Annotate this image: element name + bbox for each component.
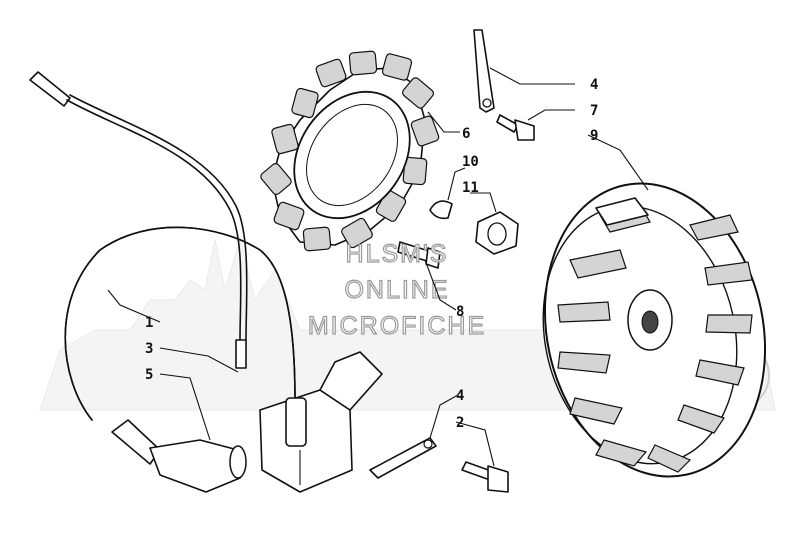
- screw-part-7: [496, 114, 535, 141]
- callout-9: 9: [590, 128, 598, 144]
- bolt-part-2: [461, 461, 509, 493]
- watermark-line-3: MICROFICHE: [308, 312, 486, 340]
- callouts: 4 7 9 6 10 11 8 1 3 5 4 2: [145, 77, 598, 431]
- callout-10: 10: [462, 154, 479, 170]
- callout-7: 7: [590, 103, 598, 119]
- lead-wire-part-1: [29, 71, 248, 369]
- bolt-part-8: [397, 241, 441, 269]
- key-strap-part-4-top: [473, 29, 495, 113]
- watermark: HLSM'S ONLINE MICROFICHE: [307, 239, 486, 340]
- nut-part-11: [475, 211, 519, 255]
- ignition-coil: [259, 351, 383, 493]
- key-part-10: [429, 200, 453, 220]
- callout-2: 2: [456, 415, 464, 431]
- callout-4-top: 4: [590, 77, 598, 93]
- leader-lines: [107, 67, 649, 467]
- flywheel-part-9: [542, 182, 767, 478]
- callout-6: 6: [462, 126, 470, 142]
- callout-3: 3: [145, 341, 153, 357]
- callout-1: 1: [145, 315, 153, 331]
- stator-part-6: [260, 50, 440, 252]
- bracket-part-4-lower: [369, 437, 437, 479]
- watermark-line-1: HLSM'S: [346, 240, 449, 268]
- watermark-line-2: ONLINE: [344, 276, 449, 304]
- callout-11: 11: [462, 180, 479, 196]
- callout-5: 5: [145, 367, 153, 383]
- spark-plug-cap-part-5: [111, 419, 247, 493]
- callout-8: 8: [456, 304, 464, 320]
- callout-4-lower: 4: [456, 388, 464, 404]
- coil-lead-tube: [64, 226, 296, 421]
